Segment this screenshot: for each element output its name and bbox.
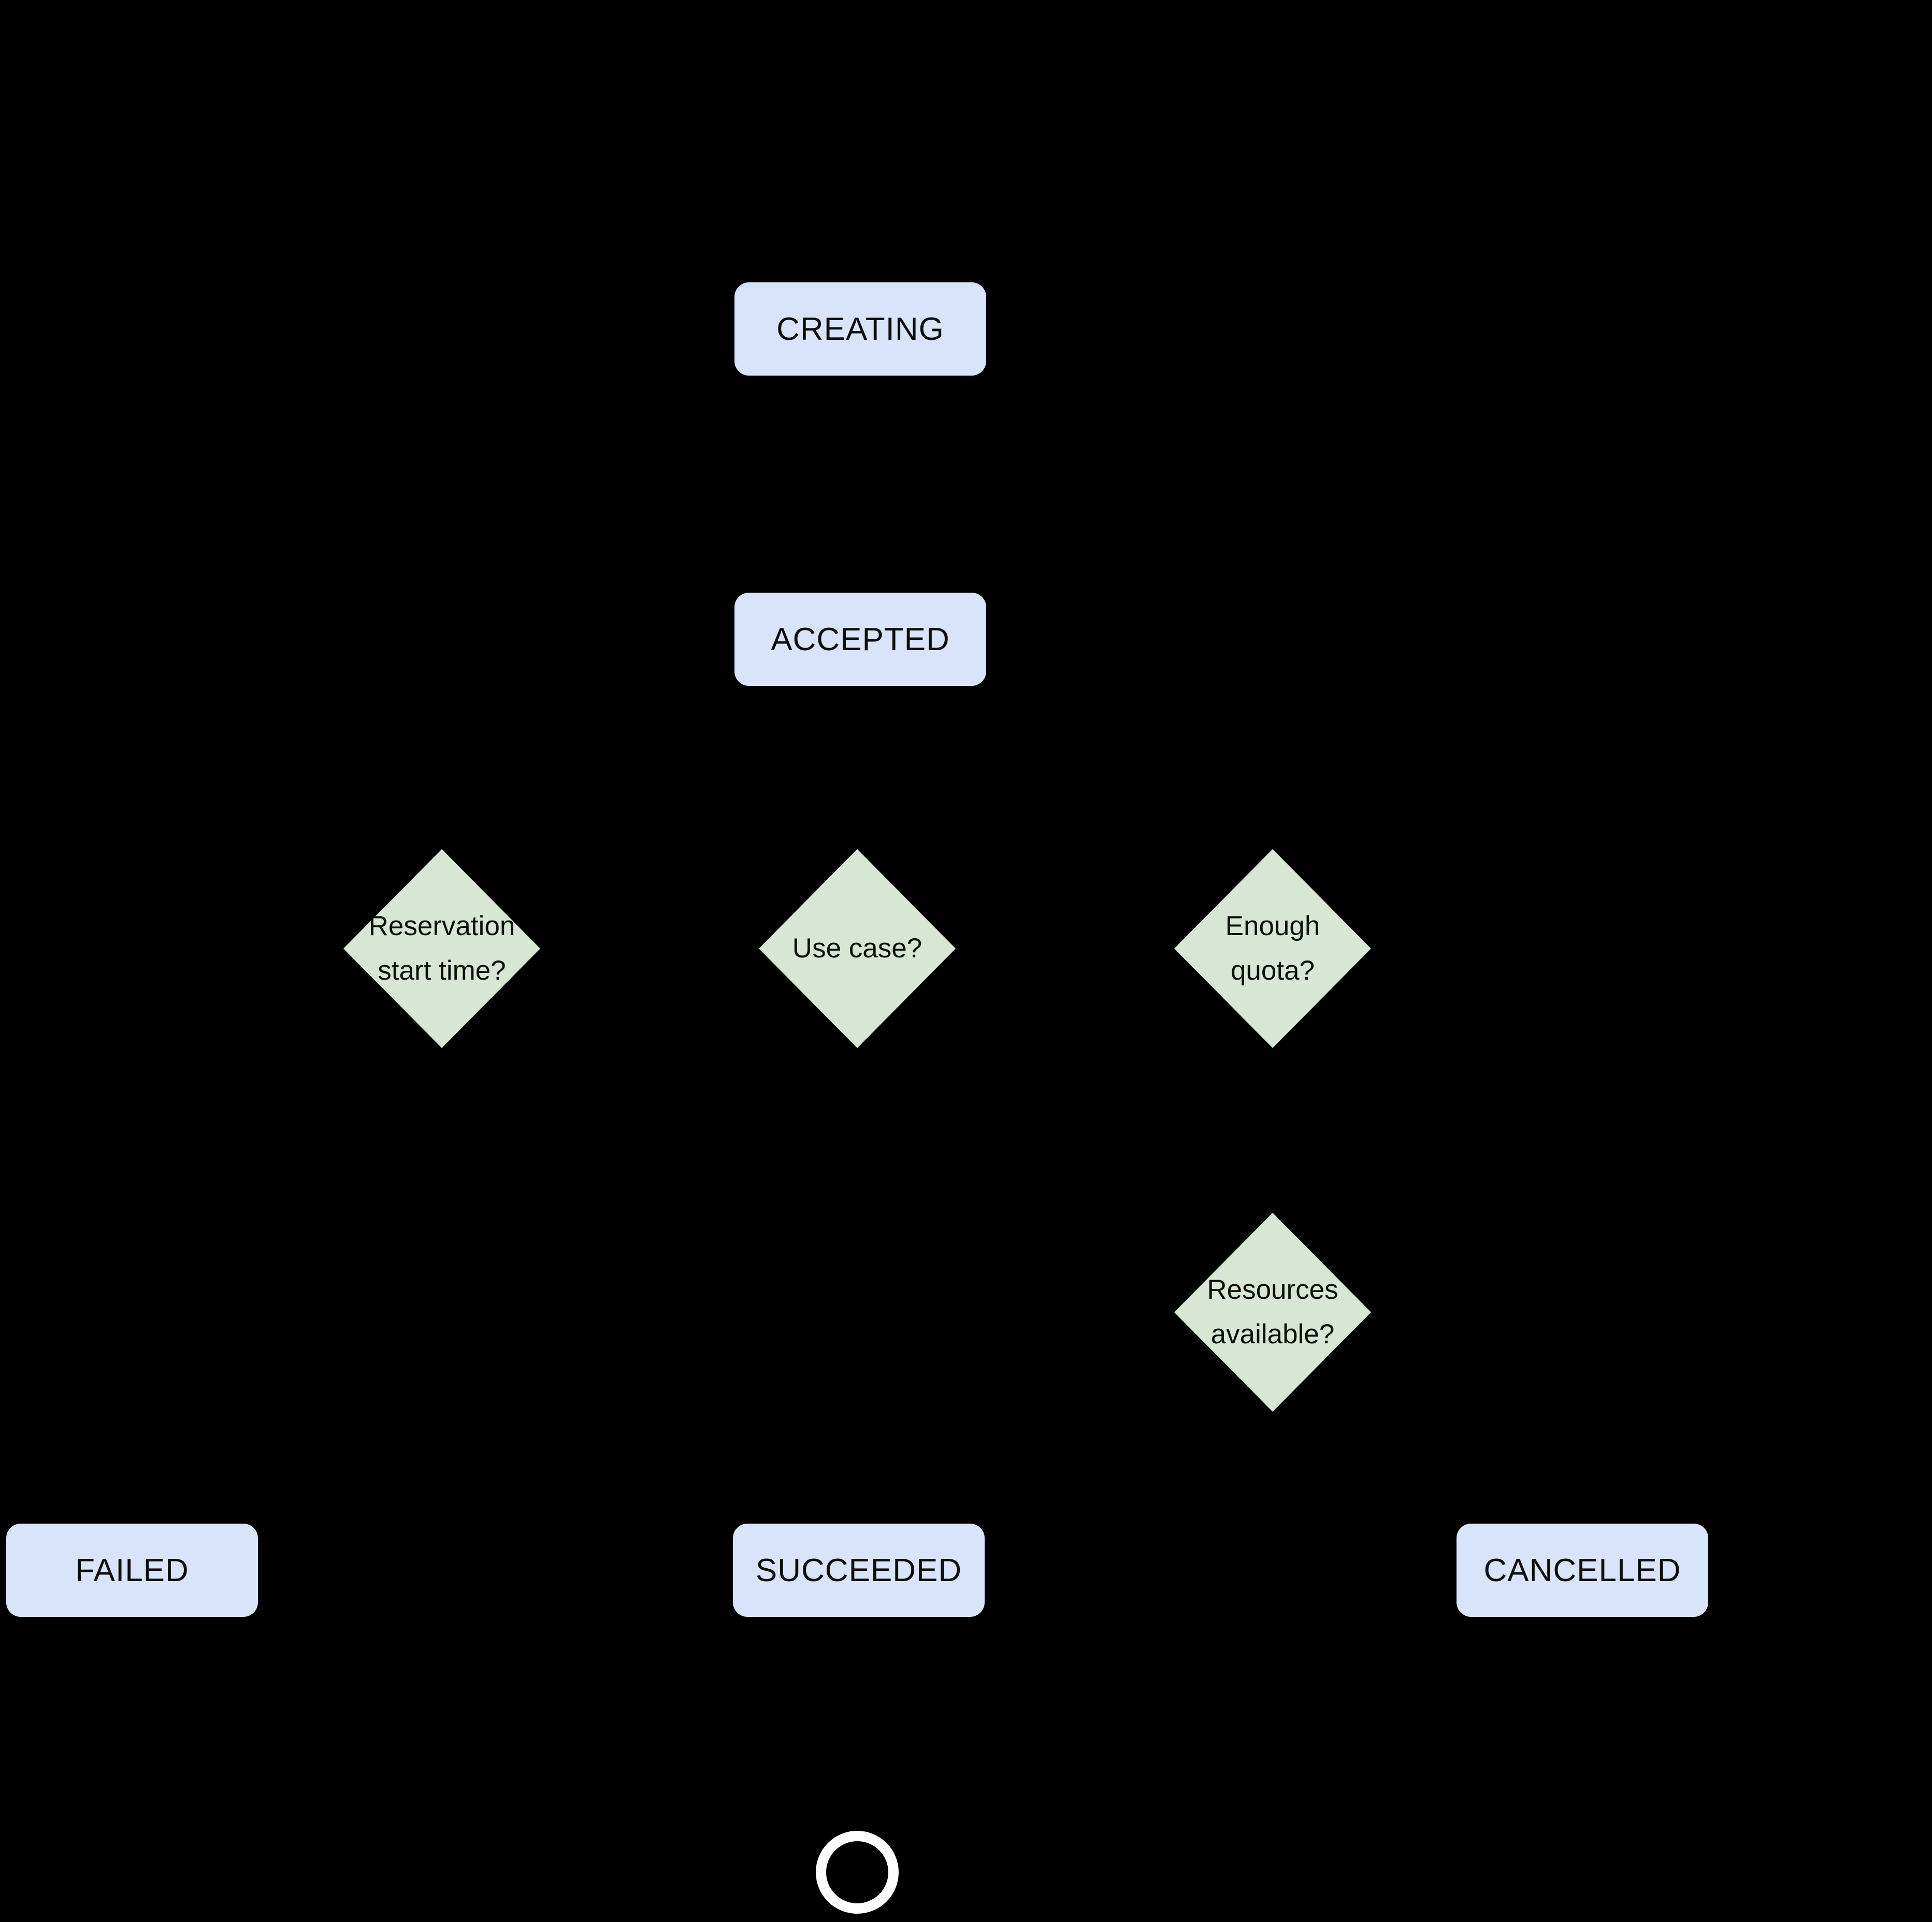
state-label-succeeded: SUCCEEDED	[755, 1552, 962, 1588]
decision-label-line: quota?	[1230, 955, 1315, 986]
state-box-succeeded: SUCCEEDED	[733, 1524, 985, 1617]
decision-diamond-reservation-start-time: Reservation start time?	[343, 849, 540, 1048]
decision-label-line: Reservation	[368, 911, 515, 941]
state-box-accepted: ACCEPTED	[734, 593, 986, 686]
decision-diamond-enough-quota: Enough quota?	[1174, 849, 1371, 1048]
state-box-creating: CREATING	[734, 282, 986, 376]
state-box-failed: FAILED	[6, 1524, 258, 1617]
state-label-creating: CREATING	[776, 311, 944, 347]
end-state-circle-icon	[816, 1831, 899, 1914]
state-box-cancelled: CANCELLED	[1457, 1524, 1708, 1617]
decision-diamond-use-case: Use case?	[759, 849, 956, 1048]
decision-label-line: Resources	[1207, 1274, 1338, 1305]
decision-label-line: start time?	[378, 955, 506, 986]
decision-label-line: Enough	[1225, 911, 1320, 941]
state-label-cancelled: CANCELLED	[1483, 1552, 1681, 1588]
decision-label-line: Use case?	[792, 933, 922, 964]
decision-label-line: available?	[1210, 1319, 1335, 1350]
decision-diamond-resources-available: Resources available?	[1174, 1213, 1371, 1412]
state-label-accepted: ACCEPTED	[771, 621, 950, 657]
state-label-failed: FAILED	[75, 1552, 189, 1588]
